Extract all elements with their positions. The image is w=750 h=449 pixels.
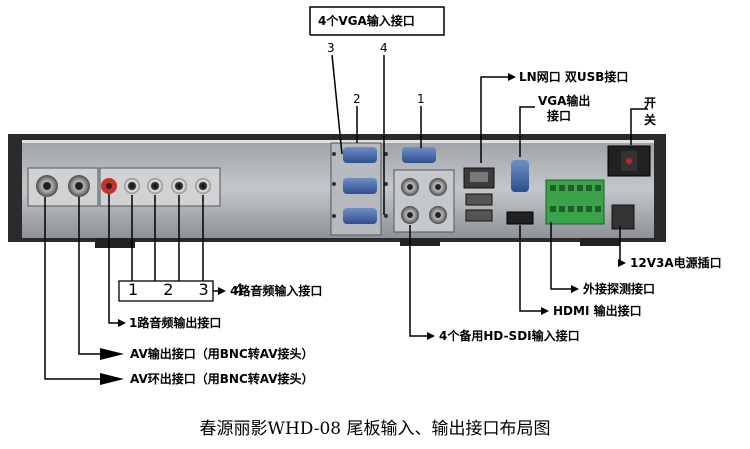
audio-number-box — [118, 280, 214, 302]
vga-number-2: 2 — [353, 92, 361, 106]
audio-numbers: 1 2 3 4 — [128, 280, 254, 299]
power-switch-label-1: 开 — [644, 96, 657, 110]
av-bnc-connectors — [27, 167, 99, 207]
power-switch-socket — [607, 145, 651, 230]
probe-label: 外接探测接口 — [583, 282, 656, 296]
av-loop-label: AV环出接口（用BNC转AV接头） — [130, 372, 314, 386]
power-switch-label-2: 关 — [644, 113, 657, 127]
vga-number-4: 4 — [380, 41, 388, 55]
hdmi-label: HDMI 输出接口 — [553, 304, 642, 318]
figure-caption: 春源丽影WHD-08 尾板输入、输出接口布局图 — [199, 419, 551, 439]
alarm-terminal-block — [545, 179, 605, 225]
audio-in-label: 4路音频输入接口 — [230, 284, 323, 298]
rca-audio-connectors — [99, 167, 221, 207]
vga-number-3: 3 — [327, 41, 335, 55]
vga-output-label-1: VGA输出 — [538, 94, 591, 108]
vga-output-label-2: 接口 — [547, 109, 572, 123]
audio-out-label: 1路音频输出接口 — [129, 316, 222, 330]
lan-usb-label: LN网口 双USB接口 — [519, 70, 629, 84]
hd-sdi-ports — [393, 169, 455, 233]
callout-lines — [44, 6, 648, 380]
sdi-label: 4个备用HD-SDI输入接口 — [439, 329, 580, 343]
vga-input-ports — [330, 142, 436, 236]
power-socket-label: 12V3A电源插口 — [630, 256, 722, 270]
lan-usb-ports — [463, 167, 495, 222]
vga-output-hdmi — [506, 160, 534, 225]
arrow-heads — [100, 73, 626, 385]
vga-number-1: 1 — [417, 92, 425, 106]
av-out-label: AV输出接口（用BNC转AV接头） — [130, 347, 314, 361]
vga-group-label: 4个VGA输入接口 — [318, 14, 415, 28]
